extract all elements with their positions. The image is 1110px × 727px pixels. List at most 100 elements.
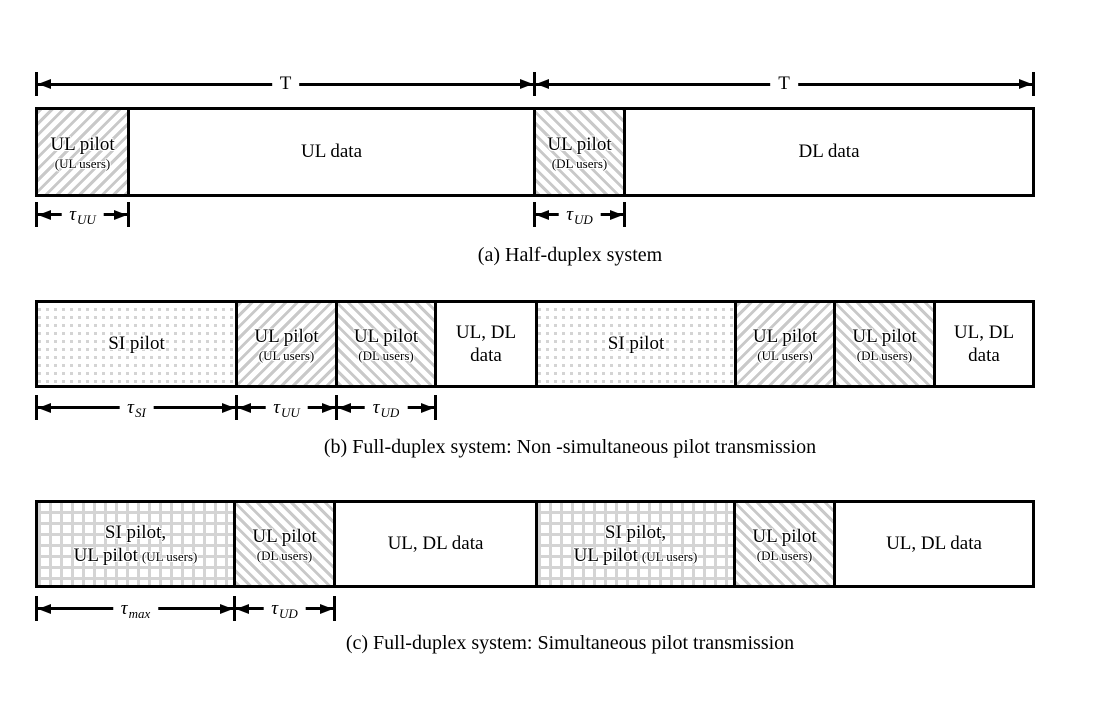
box-label: SI pilot, bbox=[104, 521, 167, 543]
box-c-ul-pilot-dl-users-2: UL pilot (DL users) bbox=[736, 503, 836, 585]
box-sublabel: (DL users) bbox=[551, 155, 608, 171]
box-label: UL pilot bbox=[752, 525, 817, 547]
box-sublabel: (UL users) bbox=[258, 347, 315, 363]
dim-label-tau-UU: τUU bbox=[61, 203, 104, 226]
arrowhead-right-icon bbox=[610, 209, 623, 220]
box-label: UL, DL data bbox=[886, 533, 982, 555]
box-c-ul-dl-data-2: UL, DL data bbox=[836, 503, 1032, 585]
dim-tick bbox=[127, 202, 130, 227]
arrowhead-left-icon bbox=[536, 79, 549, 89]
box-c-ul-pilot-dl-users-1: UL pilot (DL users) bbox=[236, 503, 336, 585]
dim-arrow-tau-UU-b: τUU bbox=[235, 395, 338, 420]
box-label: UL pilot bbox=[254, 325, 319, 347]
dim-label-tau-UU: τUU bbox=[265, 396, 308, 419]
box-sublabel: (DL users) bbox=[756, 547, 813, 563]
arrowhead-right-icon bbox=[320, 603, 333, 614]
dim-label-tau-UD: τUD bbox=[263, 597, 306, 620]
box-label: UL pilot bbox=[852, 325, 917, 347]
frame-row-c: SI pilot, UL pilot(UL users) UL pilot (D… bbox=[35, 500, 1035, 588]
dim-arrow-T-frame1: T bbox=[35, 72, 536, 96]
box-label-line2: UL pilot(UL users) bbox=[73, 545, 198, 566]
dim-label-tau-UD: τUD bbox=[364, 396, 408, 419]
box-a-ul-data: UL data bbox=[130, 110, 536, 194]
box-b-si-pilot-2: SI pilot bbox=[538, 303, 737, 385]
box-label: UL pilot bbox=[50, 133, 115, 155]
dim-tick bbox=[235, 395, 238, 420]
arrowhead-left-icon bbox=[38, 603, 51, 614]
box-a-ul-pilot-ul-users: UL pilot (UL users) bbox=[38, 110, 130, 194]
dim-label-tau-SI: τSI bbox=[119, 396, 154, 419]
arrowhead-left-icon bbox=[38, 79, 51, 89]
arrowhead-right-icon bbox=[520, 79, 533, 89]
dim-arrow-tau-max: τmax bbox=[35, 596, 236, 621]
box-label: data bbox=[968, 345, 1000, 366]
arrowhead-left-icon bbox=[236, 603, 249, 614]
arrowhead-left-icon bbox=[338, 402, 351, 413]
dim-tick bbox=[1032, 72, 1035, 96]
dim-tick bbox=[233, 596, 236, 621]
arrowhead-right-icon bbox=[114, 209, 127, 220]
box-b-ul-dl-data-1: UL, DL data bbox=[437, 303, 538, 385]
box-b-ul-pilot-ul-users-1: UL pilot (UL users) bbox=[238, 303, 338, 385]
dim-label-tau-max: τmax bbox=[112, 597, 159, 620]
caption-b: (b) Full-duplex system: Non -simultaneou… bbox=[323, 436, 817, 458]
box-label: SI pilot, bbox=[604, 521, 667, 543]
dim-tick bbox=[335, 395, 338, 420]
caption-a: (a) Half-duplex system bbox=[477, 244, 663, 266]
box-label: UL pilot bbox=[252, 525, 317, 547]
box-sublabel: (DL users) bbox=[256, 547, 313, 563]
box-label: SI pilot bbox=[607, 333, 665, 355]
box-label: UL pilot bbox=[353, 325, 419, 347]
box-label: data bbox=[470, 345, 502, 366]
caption-c: (c) Full-duplex system: Simultaneous pil… bbox=[345, 632, 795, 654]
box-c-si-ul-pilot-1: SI pilot, UL pilot(UL users) bbox=[38, 503, 236, 585]
arrowhead-left-icon bbox=[238, 402, 251, 413]
box-b-ul-dl-data-2: UL, DL data bbox=[936, 303, 1032, 385]
box-sublabel: (DL users) bbox=[358, 347, 414, 363]
box-c-ul-dl-data-1: UL, DL data bbox=[336, 503, 538, 585]
dim-tick bbox=[35, 395, 38, 420]
dim-arrow-T-frame2: T bbox=[533, 72, 1035, 96]
dim-arrow-tau-UD-a: τUD bbox=[533, 202, 626, 227]
dim-arrow-tau-UD-b: τUD bbox=[335, 395, 437, 420]
box-label: UL, DL data bbox=[387, 533, 484, 555]
dim-label-T: T bbox=[271, 73, 300, 95]
box-label: UL, DL bbox=[953, 321, 1015, 343]
box-b-si-pilot-1: SI pilot bbox=[38, 303, 238, 385]
box-sublabel: (UL users) bbox=[141, 549, 198, 564]
arrowhead-right-icon bbox=[220, 603, 233, 614]
box-label: UL pilot bbox=[752, 325, 818, 347]
dim-tick bbox=[35, 72, 38, 96]
arrowhead-right-icon bbox=[222, 402, 235, 413]
box-sublabel: (UL users) bbox=[54, 155, 111, 171]
box-sublabel: (UL users) bbox=[641, 549, 698, 564]
box-label-line2: UL pilot(UL users) bbox=[573, 545, 698, 566]
dim-tick bbox=[533, 202, 536, 227]
box-label: UL data bbox=[300, 141, 363, 163]
box-a-dl-data: DL data bbox=[626, 110, 1032, 194]
box-sublabel: (UL users) bbox=[757, 347, 813, 363]
arrowhead-left-icon bbox=[38, 402, 51, 413]
box-sublabel: (DL users) bbox=[856, 347, 913, 363]
dim-tick bbox=[623, 202, 626, 227]
dim-arrow-tau-SI: τSI bbox=[35, 395, 238, 420]
dim-arrow-tau-UU-a: τUU bbox=[35, 202, 130, 227]
dim-tick bbox=[35, 596, 38, 621]
arrowhead-right-icon bbox=[322, 402, 335, 413]
arrowhead-right-icon bbox=[421, 402, 434, 413]
frame-row-a: UL pilot (UL users) UL data UL pilot (DL… bbox=[35, 107, 1035, 197]
dim-arrow-tau-UD-c: τUD bbox=[233, 596, 336, 621]
box-a-ul-pilot-dl-users: UL pilot (DL users) bbox=[536, 110, 626, 194]
box-label: UL, DL bbox=[455, 321, 517, 343]
dim-label-tau-UD: τUD bbox=[558, 203, 601, 226]
arrowhead-right-icon bbox=[1019, 79, 1032, 89]
box-b-ul-pilot-dl-users-1: UL pilot (DL users) bbox=[338, 303, 437, 385]
box-label: UL pilot bbox=[547, 133, 612, 155]
dim-tick bbox=[35, 202, 38, 227]
box-label: DL data bbox=[798, 141, 860, 163]
box-label: SI pilot bbox=[108, 333, 165, 355]
box-b-ul-pilot-ul-users-2: UL pilot (UL users) bbox=[737, 303, 836, 385]
arrowhead-left-icon bbox=[536, 209, 549, 220]
dim-tick bbox=[434, 395, 437, 420]
